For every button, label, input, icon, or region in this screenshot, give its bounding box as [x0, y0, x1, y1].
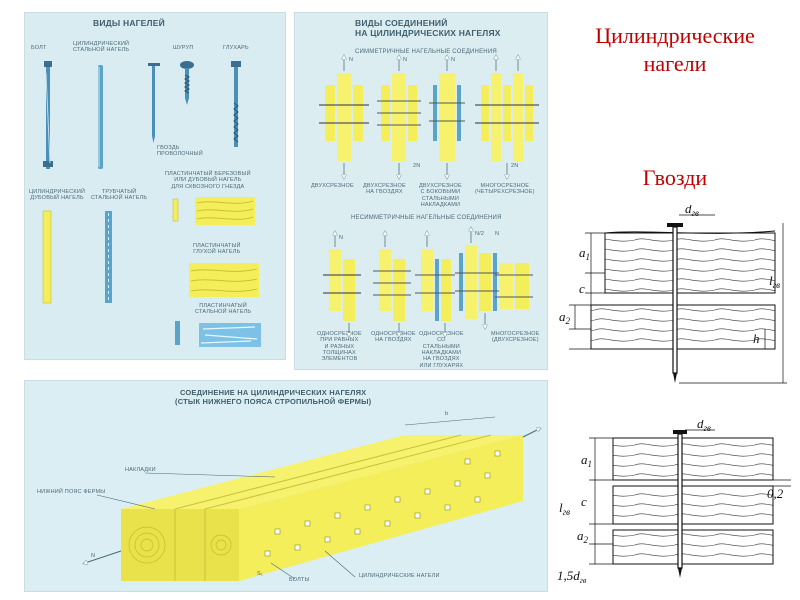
truss-joint-illustration — [25, 416, 548, 581]
force-symbol-8: 2N — [511, 163, 519, 169]
board-2 — [612, 485, 774, 525]
label-wire-nail: ГВОЗДЬ ПРОВОЛОЧНЫЙ — [157, 145, 203, 158]
label-overlays: НАКЛАДКИ — [125, 467, 156, 473]
bolt-icon — [43, 61, 53, 169]
label-steel-dowel: ЦИЛИНДРИЧЕСКИЙ СТАЛЬНОЙ НАГЕЛЬ — [73, 41, 130, 54]
dim-h-top: h — [753, 331, 760, 346]
lower-board — [590, 304, 776, 350]
asym-joint-2 — [373, 233, 411, 335]
caption-asym-2: ОДНОСРЕЗНОЕ НА ГВОЗДЯХ — [371, 331, 416, 344]
dim-l-bottom: lгв — [559, 500, 570, 517]
chord-top-face — [121, 435, 523, 509]
dowel-types-poster: ВИДЫ НАГЕЛЕЙ БОЛТ ЦИЛИНДРИЧЕСКИЙ СТАЛЬНО… — [24, 12, 286, 360]
force-symbol-1: N — [349, 57, 354, 63]
wire-nail-icon — [148, 63, 160, 143]
sym-joint-1 — [319, 57, 369, 177]
force-symbol-5: N — [339, 235, 344, 241]
dowel-types-title: ВИДЫ НАГЕЛЕЙ — [93, 18, 165, 28]
dim-a1-top: a1 — [579, 245, 590, 262]
dim-a2-top: a2 — [559, 309, 571, 326]
symmetric-title: СИММЕТРИЧНЫЕ НАГЕЛЬНЫЕ СОЕДИНЕНИЯ — [355, 49, 497, 55]
asym-joint-5 — [495, 263, 533, 309]
label-plate-birch: ПЛАСТИНЧАТЫЙ БЕРЕЗОВЫЙ ИЛИ ДУБОВЫЙ НАГЕЛ… — [165, 171, 251, 190]
oak-dowel-icon — [42, 210, 52, 304]
truss-joint-poster: СОЕДИНЕНИЕ НА ЦИЛИНДРИЧЕСКИХ НАГЕЛЯХ (СТ… — [24, 380, 548, 592]
nail-icon — [673, 430, 687, 578]
nails-title: Гвозди — [642, 165, 708, 190]
board-1 — [612, 437, 774, 481]
force-symbol-7: N — [495, 231, 500, 237]
caption-asym-1: ОДНОСРЕЗНОЕ ПРИ РАВНЫХ И РАЗНЫХ ТОЛЩИНАХ… — [317, 331, 362, 363]
force-symbol-2: N — [403, 57, 408, 63]
force-symbol-4: N — [451, 57, 456, 63]
joint-types-title: ВИДЫ СОЕДИНЕНИЙ НА ЦИЛИНДРИЧЕСКИХ НАГЕЛЯ… — [355, 18, 501, 38]
overlay-side-face — [239, 435, 523, 581]
chord-end-face — [121, 509, 239, 581]
asym-joint-1 — [323, 233, 361, 335]
caption-asym-4: МНОГОСРЕЗНОЕ (ДВУХСРЕЗНОЕ) — [491, 331, 540, 344]
dimension-lines — [569, 214, 787, 384]
dim-tip-bottom: 1,5dгв — [557, 568, 587, 585]
steel-dowel-icon — [98, 65, 103, 169]
nail-drawing-bottom: dгв a1 c lгв 0,2 a2 1,5dгв — [557, 420, 791, 585]
end-grain-rings — [128, 526, 232, 564]
label-bolt: БОЛТ — [31, 45, 47, 51]
dim-a1-bottom: a1 — [581, 452, 592, 469]
label-force-left: N — [91, 553, 96, 559]
caption-sym-4: МНОГОСРЕЗНОЕ (ЧЕТЫРЕХСРЕЗНОЕ) — [475, 183, 535, 196]
label-bolts: БОЛТЫ — [289, 577, 310, 583]
nail-drawing-top: dгв a1 c a2 h lгв — [559, 205, 787, 384]
asym-joint-3 — [415, 233, 455, 335]
plate-steel-small-icon — [175, 321, 180, 345]
dim-l-top: lгв — [769, 273, 780, 290]
label-width-b: b — [445, 411, 449, 417]
label-oak-dowel: ЦИЛИНДРИЧЕСКИЙ ДУБОВЫЙ НАГЕЛЬ — [29, 189, 86, 202]
sym-joint-3 — [429, 57, 465, 177]
dimension-lines — [589, 429, 791, 565]
dim-a2-bottom: a2 — [577, 528, 589, 545]
asymmetric-title: НЕСИММЕТРИЧНЫЕ НАГЕЛЬНЫЕ СОЕДИНЕНИЯ — [351, 215, 502, 221]
joint-types-illustrations — [319, 13, 539, 370]
asym-joint-4 — [455, 229, 501, 327]
screw-icon — [180, 61, 194, 105]
caption-asym-3: ОДНОСРЕЗНОЕ СО СТАЛЬНЫМИ НАКЛАДКАМИ НА Г… — [419, 331, 464, 369]
force-symbol-6: N/2 — [475, 231, 485, 237]
nail-icon — [667, 223, 683, 383]
dim-c-top: c — [579, 281, 585, 296]
label-plate-blind: ПЛАСТИНЧАТЫЙ ГЛУХОЙ НАГЕЛЬ — [193, 243, 241, 256]
dim-d-top: dгв — [685, 205, 699, 218]
tube-dowel-icon — [105, 211, 112, 303]
slide-title: Цилиндрические нагели — [595, 23, 755, 76]
force-symbol-3: 2N — [413, 163, 421, 169]
dim-c-bottom: c — [581, 494, 587, 509]
label-tube-dowel: ТРУБЧАТЫЙ СТАЛЬНОЙ НАГЕЛЬ — [91, 189, 148, 202]
dowel-types-illustrations — [42, 61, 261, 347]
label-plate-steel: ПЛАСТИНЧАТЫЙ СТАЛЬНОЙ НАГЕЛЬ — [195, 303, 252, 316]
joint-types-poster: ВИДЫ СОЕДИНЕНИЙ НА ЦИЛИНДРИЧЕСКИХ НАГЕЛЯ… — [294, 12, 548, 370]
sym-joint-4 — [475, 57, 539, 177]
caption-sym-1: ДВУХСРЕЗНОЕ — [311, 183, 354, 189]
plate-birch-small-icon — [172, 198, 179, 222]
sym-joint-2 — [377, 57, 421, 177]
dowel-holes — [264, 450, 501, 557]
dim-d-bottom: dгв — [697, 420, 711, 433]
upper-board — [604, 232, 776, 294]
board-3 — [612, 529, 774, 565]
label-dowels: ЦИЛИНДРИЧЕСКИЕ НАГЕЛИ — [359, 573, 440, 579]
lag-screw-icon — [231, 61, 241, 147]
label-screw: ШУРУП — [173, 45, 194, 51]
label-lag-screw: ГЛУХАРЬ — [223, 45, 249, 51]
truss-joint-title: СОЕДИНЕНИЕ НА ЦИЛИНДРИЧЕСКИХ НАГЕЛЯХ (СТ… — [175, 388, 372, 406]
dim-gap-bottom: 0,2 — [767, 486, 784, 501]
label-bottom-chord: НИЖНИЙ ПОЯС ФЕРМЫ — [37, 489, 106, 495]
label-spacing: S₁ — [257, 571, 263, 577]
caption-sym-2: ДВУХСРЕЗНОЕ НА ГВОЗДЯХ — [363, 183, 406, 196]
caption-sym-3: ДВУХСРЕЗНОЕ С БОКОВЫМИ СТАЛЬНЫМИ НАКЛАДК… — [419, 183, 462, 208]
